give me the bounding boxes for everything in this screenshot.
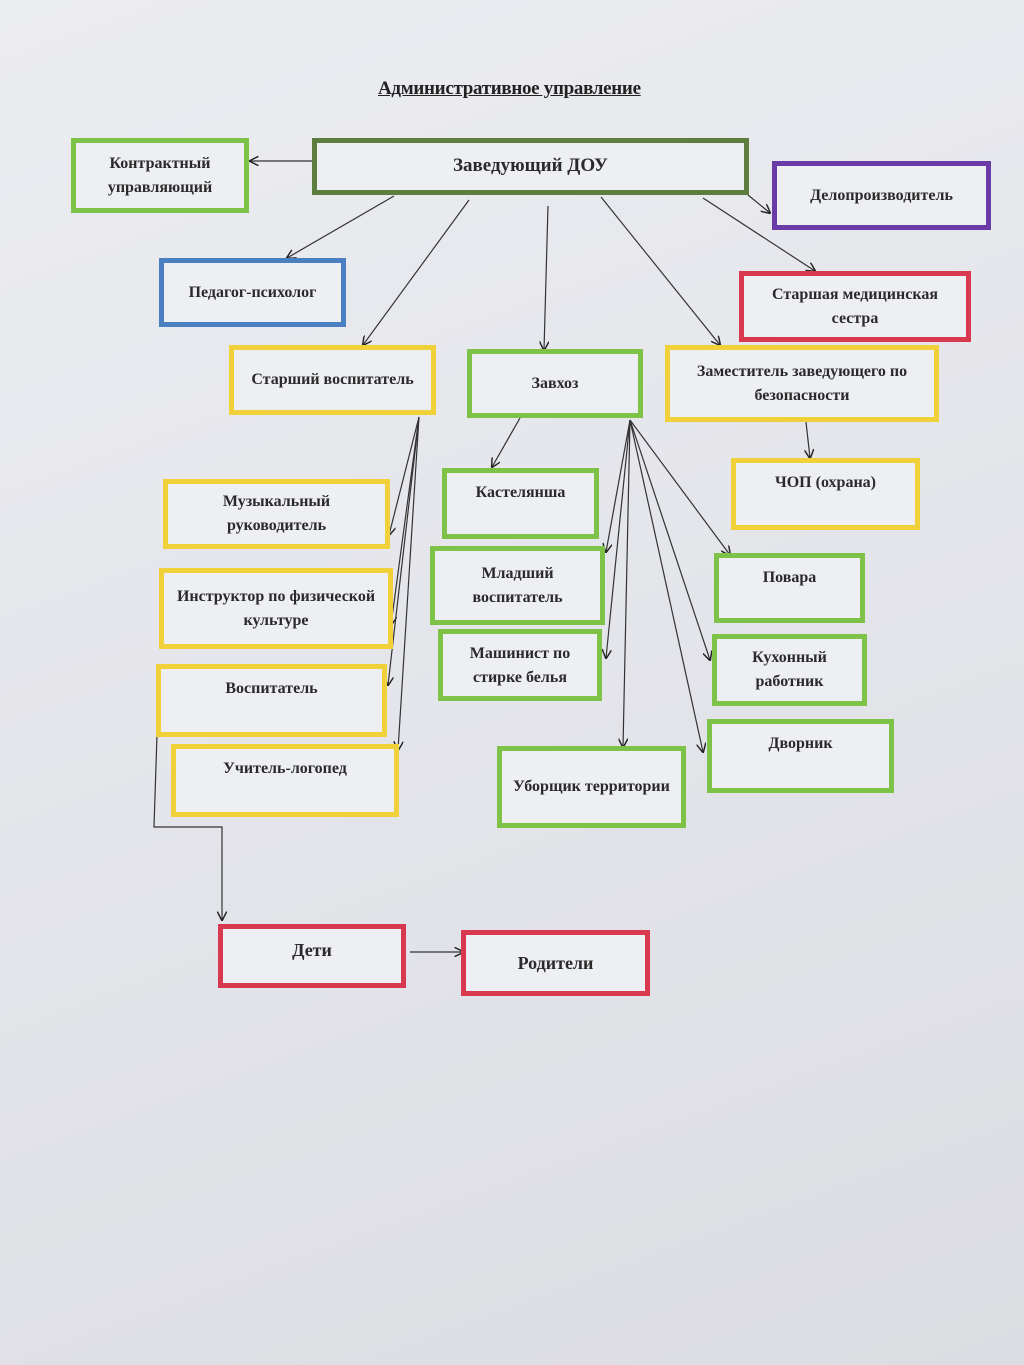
node-children: Дети	[218, 924, 406, 988]
node-music-director: Музыкальный руководитель	[163, 479, 390, 549]
node-supply-manager: Завхоз	[467, 349, 643, 418]
arrow-supply-linen	[492, 417, 521, 467]
arrow-supply-laundry	[606, 419, 631, 658]
node-grounds-cleaner: Уборщик территории	[497, 746, 686, 828]
node-psychologist: Педагог-психолог	[159, 258, 346, 327]
node-kitchen-worker: Кухонный работник	[712, 634, 867, 706]
node-linen-keeper: Кастелянша	[442, 468, 599, 539]
node-senior-nurse: Старшая медицинская сестра	[739, 271, 971, 342]
arrow-supply-kitchen	[629, 419, 710, 660]
arrow-deputy-security	[806, 421, 810, 458]
arrow-senior-educator	[388, 416, 420, 685]
arrow-supply-grounds	[623, 419, 631, 747]
arrow-head-supply	[544, 205, 548, 350]
arrow-senior-speech	[398, 416, 420, 750]
node-speech-therapist: Учитель-логопед	[171, 744, 399, 817]
node-educator: Воспитатель	[156, 664, 387, 737]
arrow-head-deputy	[600, 196, 720, 345]
diagram-title: Административное управление	[378, 78, 641, 99]
arrow-head-psychologist	[287, 195, 395, 258]
arrow-supply-janitor	[629, 419, 703, 752]
node-janitor: Дворник	[707, 719, 894, 793]
node-parents: Родители	[461, 930, 650, 996]
arrow-head-clerk	[747, 194, 770, 213]
node-head: Заведующий ДОУ	[312, 138, 749, 195]
arrow-supply-junior	[606, 419, 631, 552]
node-contract-manager: Контрактный управляющий	[71, 138, 249, 213]
node-cooks: Повара	[714, 553, 865, 623]
arrow-head-nurse	[702, 197, 815, 271]
node-clerk: Делопроизводитель	[772, 161, 991, 230]
node-senior-educator: Старший воспитатель	[229, 345, 436, 415]
arrow-educator-children	[153, 734, 222, 920]
node-junior-educator: Младший воспитатель	[430, 546, 605, 625]
arrow-supply-cooks	[629, 419, 730, 555]
node-pe-instructor: Инструктор по физической культуре	[159, 568, 393, 649]
arrow-senior-music	[389, 416, 420, 535]
arrow-senior-pe	[391, 416, 420, 625]
node-laundry-operator: Машинист по стирке белья	[438, 629, 602, 701]
node-security: ЧОП (охрана)	[731, 458, 920, 530]
node-safety-deputy: Заместитель заведующего по безопасности	[665, 345, 939, 422]
arrow-head-senior-educator	[363, 199, 470, 345]
